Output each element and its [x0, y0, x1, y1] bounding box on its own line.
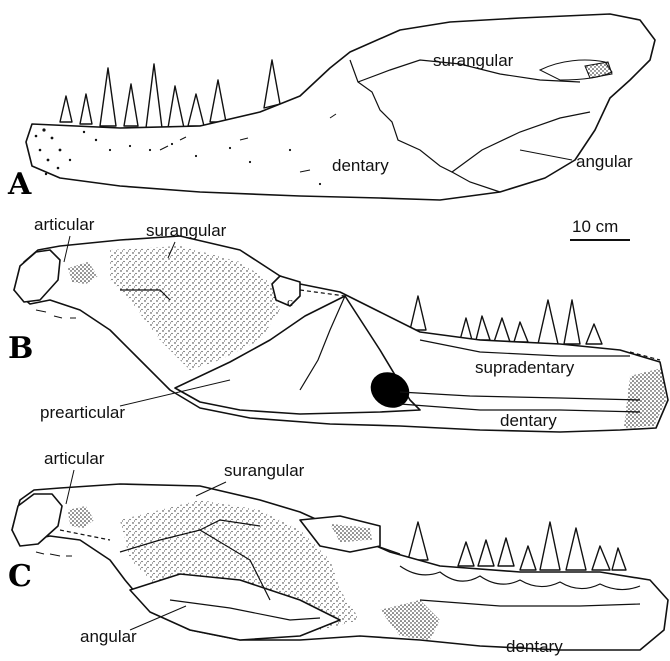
- label-b-supradentary: supradentary: [475, 358, 575, 377]
- label-c-angular: angular: [80, 627, 137, 646]
- label-a-angular: angular: [576, 152, 633, 171]
- scale-bar-label: 10 cm: [572, 217, 618, 236]
- label-a-dentary: dentary: [332, 156, 389, 175]
- label-c-surangular: surangular: [224, 461, 305, 480]
- panel-c-jaw: [12, 484, 668, 650]
- label-b-articular: articular: [34, 215, 95, 234]
- panel-c-teeth: [408, 522, 626, 570]
- label-c-dentary: dentary: [506, 637, 563, 656]
- label-b-surangular: surangular: [146, 221, 227, 240]
- label-a-surangular: surangular: [433, 51, 514, 70]
- panel-label-c: C: [8, 559, 32, 594]
- panel-label-b: B: [8, 331, 33, 366]
- panel-label-a: A: [7, 167, 32, 202]
- label-b-dentary: dentary: [500, 411, 557, 430]
- label-b-prearticular: prearticular: [40, 403, 125, 422]
- label-c-articular: articular: [44, 449, 105, 468]
- label-b-c: c: [287, 294, 293, 309]
